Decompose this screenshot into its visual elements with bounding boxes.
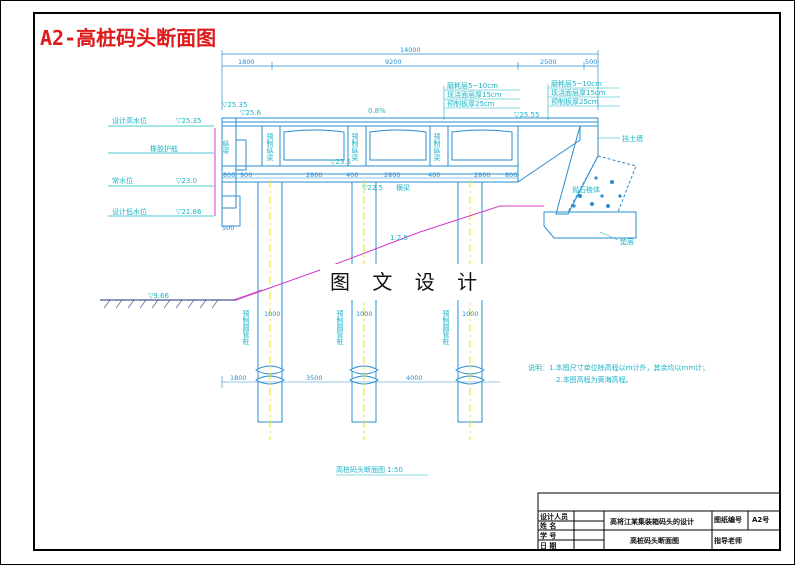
dim-top-3: 2500	[540, 58, 557, 66]
pavement-leaders	[443, 84, 620, 120]
drawing-caption: 高桩码头断面图 1:50	[336, 465, 403, 474]
pile-text-2: 预制圆管桩	[336, 309, 344, 346]
tb-sheet: A2号	[752, 515, 769, 524]
dim-total: 14000	[400, 46, 421, 54]
bay-dim-2: 900	[240, 171, 252, 179]
pavement-right-3: 预制板厚25cm	[551, 97, 599, 106]
normal-water-elev: ▽23.0	[176, 177, 197, 185]
inner-frame	[33, 12, 781, 551]
pile-text-1: 预制圆管桩	[242, 309, 250, 346]
bay-dim-6: 400	[428, 171, 440, 179]
retaining-wall	[543, 125, 637, 239]
slope-ratio: 1:2.5	[390, 234, 408, 242]
precast-longbeam-3: 预制纵梁	[433, 132, 441, 162]
design-low-water-label: 设计低水位	[112, 207, 147, 216]
tb-row-1: 设计人员	[540, 512, 568, 521]
cushion-leader	[599, 231, 619, 241]
tb-drawing-no: 图纸编号	[714, 515, 742, 524]
bay-dim-7: 2800	[474, 171, 491, 179]
slope-line	[235, 205, 544, 301]
deck-left-elev: ▽25.6	[240, 109, 262, 117]
note-2: 2.本图高程为黄海高程。	[556, 375, 633, 384]
pavement-left-3: 预制板厚25cm	[447, 99, 495, 108]
bay-dim-3: 2800	[306, 171, 323, 179]
note-1: 说明：1.本图尺寸单位除高程以m计外，其余均以mm计；	[528, 363, 709, 372]
left-cap-dim: 500	[222, 224, 234, 232]
ground-elev: ▽9.66	[148, 292, 170, 300]
tb-check: 指导老师	[714, 536, 742, 545]
beam-bottom-elev: ▽22.5	[362, 184, 383, 192]
pile-dia-1: 1000	[264, 310, 281, 318]
pile-text-3: 预制圆管桩	[442, 309, 450, 346]
ground-hatch	[103, 299, 219, 309]
backfill-stones	[572, 176, 622, 208]
page-title: A2-高桩码头断面图	[40, 26, 216, 50]
slope-left	[233, 289, 263, 301]
watermark: 图 文 设 计	[330, 270, 485, 294]
tb-drawing: 高桩码头断面图	[630, 536, 679, 545]
watermark-box	[320, 264, 484, 300]
title-block	[537, 492, 781, 551]
beam-elev: ▽23.5	[330, 158, 351, 166]
pile-dim-2: 3500	[306, 374, 323, 382]
tb-row-2: 姓 名	[539, 521, 556, 530]
dim-top-2: 9200	[385, 58, 402, 66]
pavement-right-1: 磨耗层5~10cm	[551, 79, 602, 88]
right-deck-elev: ▽25.55	[514, 111, 539, 119]
bay-dim-8: 800	[505, 171, 517, 179]
pavement-left-2: 现浇面层厚15cm	[447, 90, 502, 99]
crossbeam-label: 横梁	[396, 183, 410, 192]
longbeam-label-1: 纵梁	[222, 140, 230, 155]
bay-dim-5: 2800	[384, 171, 401, 179]
backfill-label: 抛石棱体	[572, 185, 600, 194]
water-level-lines	[108, 125, 214, 217]
tb-row-3: 学 号	[540, 531, 556, 540]
pile-dia-3: 1000	[462, 310, 479, 318]
deck-top-elev: ▽25.35	[222, 101, 247, 109]
dim-top-4: 500	[585, 58, 597, 66]
pile-dim-line	[221, 376, 500, 388]
precast-longbeam-2: 预制纵梁	[351, 132, 359, 162]
pavement-left-1: 磨耗层5~10cm	[447, 81, 498, 90]
tb-project: 高将江某集装箱码头的设计	[610, 517, 694, 526]
design-low-water-elev: ▽21.86	[176, 208, 202, 216]
gradient-label: 0.8%	[368, 107, 386, 115]
pile-dim-3: 4000	[406, 374, 423, 382]
pile-dia-2: 1000	[356, 310, 373, 318]
bay-dim-4: 400	[346, 171, 358, 179]
design-high-water-label: 设计高水位	[112, 116, 147, 125]
cushion-label: 垫层	[620, 237, 634, 246]
dim-top-1: 1800	[238, 58, 255, 66]
pavement-right-2: 现浇面层厚15cm	[551, 88, 606, 97]
top-dimensions	[221, 50, 599, 110]
fender-label: 橡胶护舷	[150, 144, 178, 153]
normal-water-label: 常水位	[112, 176, 133, 185]
pile-dim-1: 1800	[230, 374, 247, 382]
bay-dim-1: 800	[223, 171, 235, 179]
precast-longbeam-1: 预制纵梁	[266, 132, 274, 162]
design-high-water-elev: ▽25.35	[176, 117, 201, 125]
retaining-wall-label: 挡土墙	[622, 134, 643, 143]
pile-axes	[269, 180, 471, 440]
tb-row-4: 日 期	[540, 541, 556, 550]
